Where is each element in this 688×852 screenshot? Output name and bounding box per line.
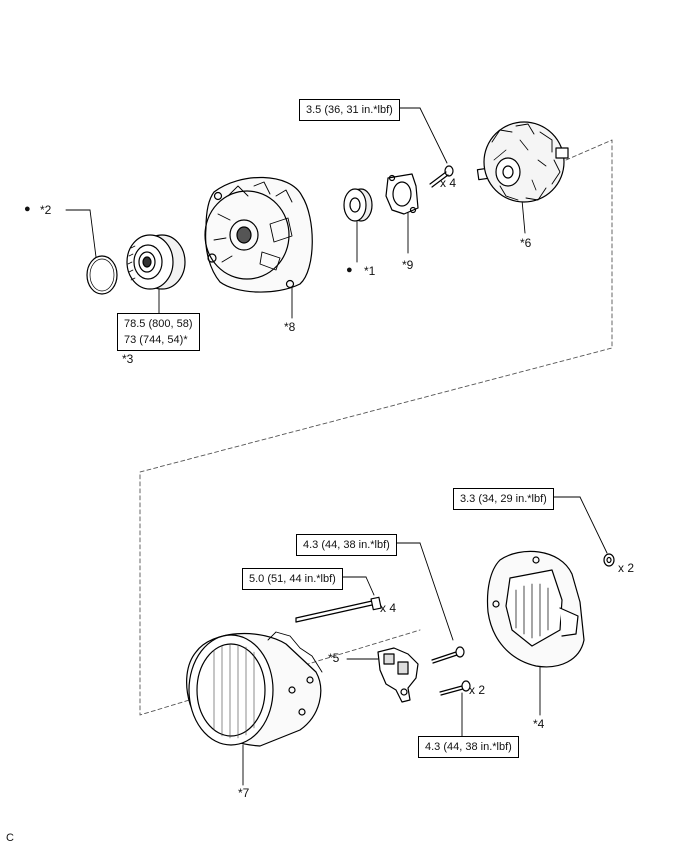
torque-spec-rear-cover-nut: 3.3 (34, 29 in.*lbf) (453, 488, 554, 510)
callout-2: *2 (40, 203, 52, 217)
cover-nut-part (603, 553, 615, 567)
pulley-part (126, 234, 186, 290)
torque-spec-regulator-upper: 4.3 (44, 38 in.*lbf) (296, 534, 397, 556)
rotor-screw-part (429, 165, 454, 188)
stator-part (186, 631, 323, 747)
callout-1: *1 (364, 264, 376, 278)
callout-3: *3 (122, 352, 134, 366)
torque-spec-through-bolt: 5.0 (51, 44 in.*lbf) (242, 568, 343, 590)
bullet-marker-1: ● (346, 264, 353, 276)
torque-spec-rotor-bolt: 3.5 (36, 31 in.*lbf) (299, 99, 400, 121)
qty-rear-cover-nut: x 2 (618, 561, 635, 575)
callout-5: *5 (328, 651, 340, 665)
retainer-plate-part (385, 173, 419, 215)
assembly-path (139, 139, 613, 716)
drive-end-frame-part (204, 176, 313, 293)
torque-spec-pulley-main: 78.5 (800, 58) (124, 318, 193, 330)
corner-mark: C (6, 832, 14, 844)
torque-spec-pulley: 78.5 (800, 58) 73 (744, 54)* (117, 313, 200, 351)
rotor-part (476, 121, 569, 203)
o-ring-part (86, 255, 118, 295)
callout-9: *9 (402, 258, 414, 272)
leader-lines (65, 107, 608, 786)
callout-6: *6 (520, 236, 532, 250)
callout-8: *8 (284, 320, 296, 334)
qty-rotor-bolt: x 4 (440, 176, 457, 190)
callout-4: *4 (533, 717, 545, 731)
qty-regulator-bolt-lower: x 2 (469, 683, 486, 697)
callout-7: *7 (238, 786, 250, 800)
torque-spec-pulley-alt: 73 (744, 54)* (124, 334, 188, 346)
qty-through-bolt: x 4 (380, 601, 397, 615)
torque-spec-regulator-lower: 4.3 (44, 38 in.*lbf) (418, 736, 519, 758)
bearing-part (343, 188, 373, 222)
regulator-part (377, 647, 419, 703)
regulator-screws-part (431, 646, 471, 696)
rear-cover-part (486, 550, 585, 668)
through-bolt-part (295, 596, 382, 623)
bullet-marker-2: ● (24, 203, 31, 215)
